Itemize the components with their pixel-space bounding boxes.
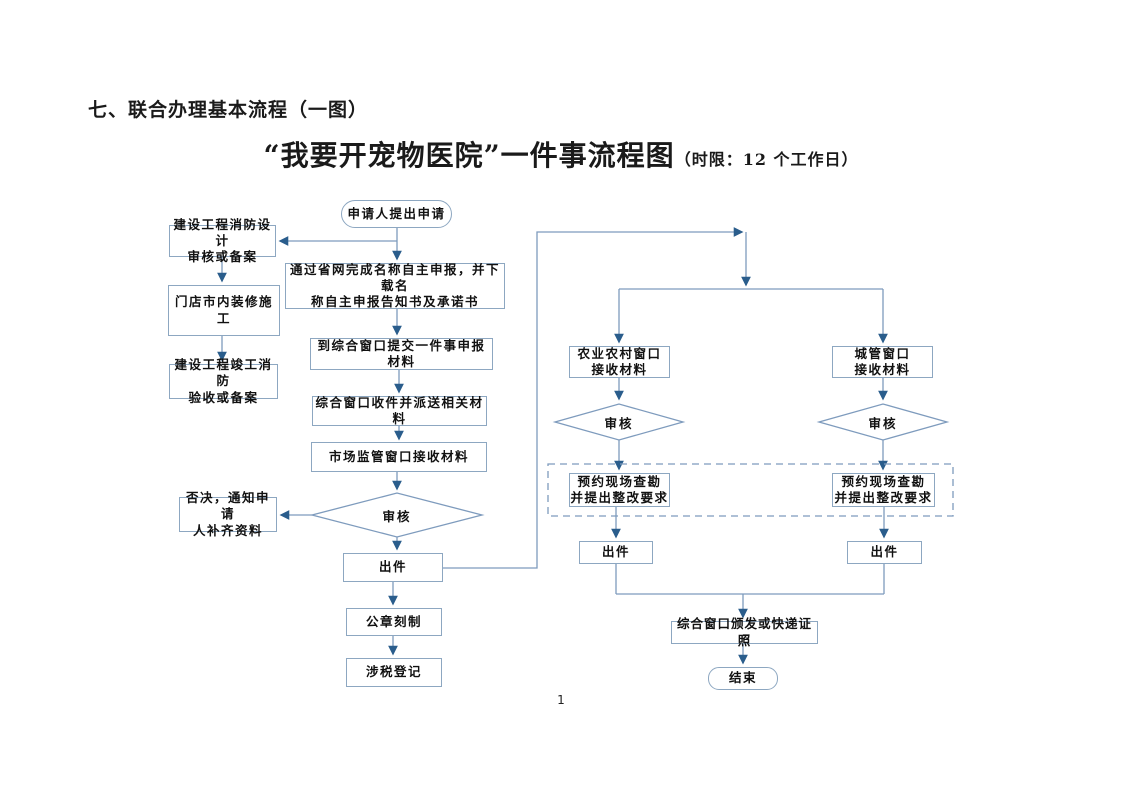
node-online-declare: 通过省网完成名称自主申报，并下载名 称自主申报告知书及承诺书 <box>285 262 505 309</box>
label-review-left: 审核 <box>604 415 634 431</box>
node-fire-acceptance: 建设工程竣工消防 验收或备案 <box>169 357 278 405</box>
node-tax: 涉税登记 <box>346 658 442 687</box>
node-survey-right: 预约现场查勘 并提出整改要求 <box>832 473 935 507</box>
label-review-right: 审核 <box>868 415 898 431</box>
flowchart-title-note: （时限：12 个工作日） <box>674 150 859 169</box>
flowchart-title: “我要开宠物医院”一件事流程图（时限：12 个工作日） <box>0 134 1122 174</box>
diamond-review-right <box>816 403 950 441</box>
node-window-receive: 综合窗口收件并派送相关材料 <box>312 395 487 426</box>
node-issue-right: 出件 <box>847 541 922 564</box>
node-fire-design: 建设工程消防设计 审核或备案 <box>169 217 276 264</box>
node-agri-receive: 农业农村窗口 接收材料 <box>569 346 670 378</box>
node-start: 申请人提出申请 <box>341 200 452 228</box>
page-number: 1 <box>557 693 565 707</box>
diamond-review-center <box>309 492 485 538</box>
node-issue-center: 出件 <box>343 553 443 582</box>
label-review-center: 审核 <box>382 508 412 524</box>
section-title: 七、联合办理基本流程（一图） <box>88 99 369 121</box>
flowchart-title-main: “我要开宠物医院”一件事流程图 <box>263 139 675 172</box>
survey-dashed-group <box>547 463 954 517</box>
node-city-receive: 城管窗口 接收材料 <box>832 346 933 378</box>
node-decoration: 门店市内装修施工 <box>168 285 280 336</box>
node-reject: 否决，通知申请 人补齐资料 <box>179 490 277 538</box>
node-submit-window: 到综合窗口提交一件事申报材料 <box>310 338 493 370</box>
node-license: 综合窗口颁发或快递证照 <box>671 616 818 648</box>
node-market-receive: 市场监管窗口接收材料 <box>311 442 487 472</box>
node-seal: 公章刻制 <box>346 608 442 636</box>
diamond-review-left <box>552 403 686 441</box>
node-end: 结束 <box>708 667 778 690</box>
node-issue-left: 出件 <box>579 541 653 564</box>
node-survey-left: 预约现场查勘 并提出整改要求 <box>569 473 670 507</box>
